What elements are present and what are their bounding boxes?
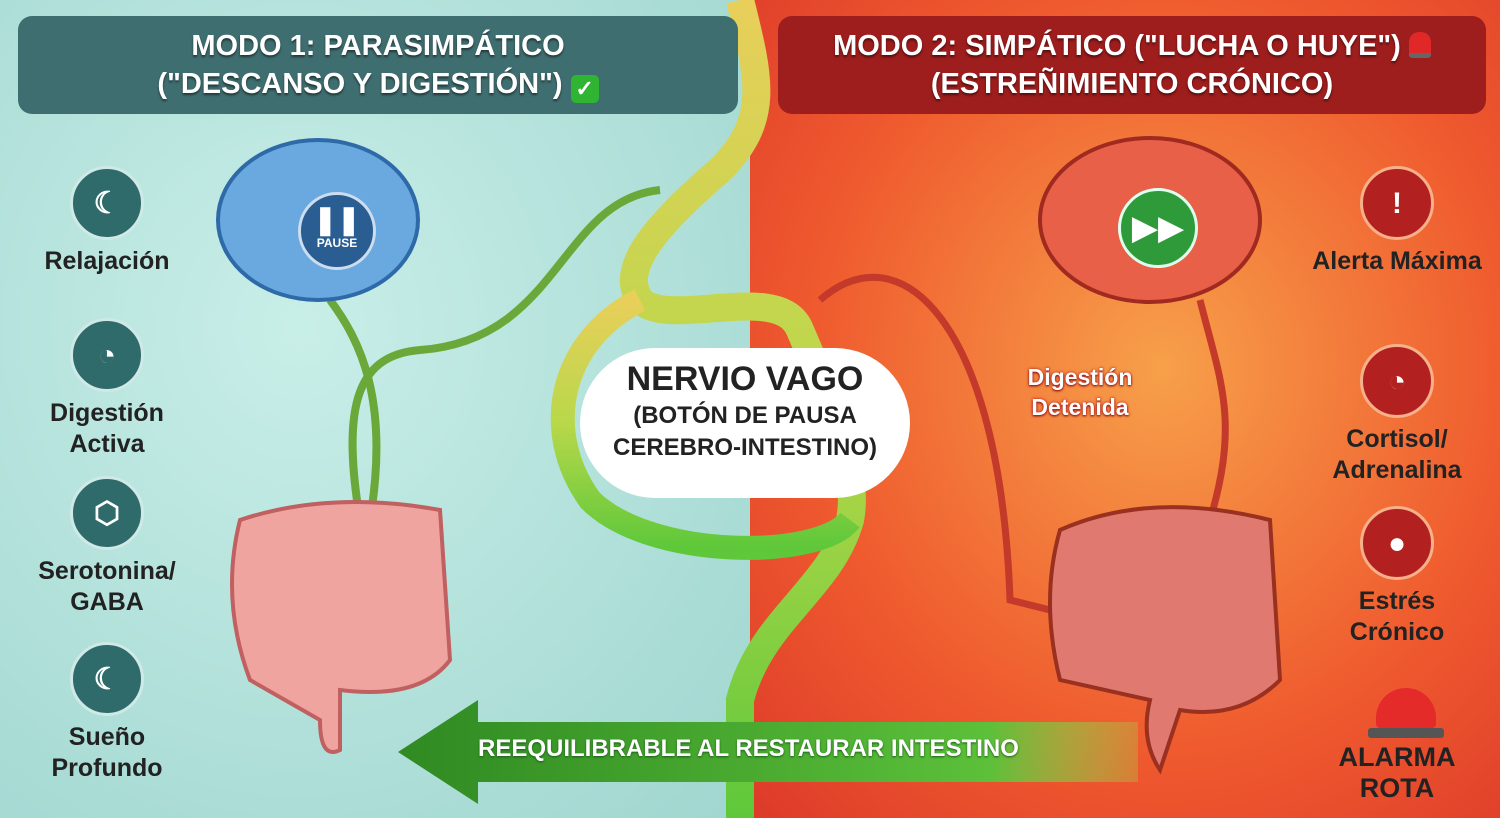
center-title: NERVIO VAGO: [626, 360, 864, 398]
vagus-nerve: [619, 0, 866, 818]
vagus-nerve-label: NERVIO VAGO (BOTÓN DE PAUSA CEREBRO-INTE…: [580, 348, 910, 498]
item-alerta: ! Alerta Máxima: [1312, 166, 1482, 277]
pause-label: PAUSE: [316, 236, 358, 250]
item-label: Estrés Crónico: [1349, 587, 1445, 646]
check-icon: ✓: [570, 75, 599, 103]
molecule-icon: ⬡: [70, 476, 144, 550]
header-right-line1: MODO 2: SIMPÁTICO ("LUCHA O HUYE"): [833, 30, 1401, 62]
center-subtitle-1: (BOTÓN DE PAUSA: [633, 402, 857, 429]
head-icon: ●: [1360, 506, 1434, 580]
moon-zzz-icon: ☾: [70, 166, 144, 240]
item-serotonina: ⬡ Serotonina/ GABA: [22, 476, 192, 618]
siren-icon: [1408, 32, 1431, 58]
item-sueno: ☾ Sueño Profundo: [22, 642, 192, 784]
item-alarma-rota: ALARMA ROTA: [1312, 742, 1482, 804]
sympathetic-header: MODO 2: SIMPÁTICO ("LUCHA O HUYE") (ESTR…: [778, 16, 1486, 114]
vagus-nerve-loop: [550, 289, 860, 560]
header-left-line1: MODO 1: PARASIMPÁTICO: [191, 30, 565, 62]
siren-icon: [1368, 688, 1444, 738]
item-label: Cortisol/ Adrenalina: [1332, 425, 1462, 484]
stomach-icon: ◔: [1360, 344, 1434, 418]
left-nerve: [348, 186, 661, 521]
item-relajacion: ☾ Relajación: [22, 166, 192, 277]
stomach-icon: ◔: [70, 318, 144, 392]
alarm-icon: !: [1360, 166, 1434, 240]
center-subtitle-2: CEREBRO-INTESTINO): [613, 434, 877, 461]
item-label: ALARMA ROTA: [1338, 742, 1456, 803]
left-brainstem: [326, 297, 381, 521]
item-label: Relajación: [44, 247, 170, 275]
item-label: Sueño Profundo: [51, 723, 163, 782]
arrow-label: REEQUILIBRABLE AL RESTAURAR INTESTINO: [478, 735, 1019, 762]
fast-forward-icon: ▶▶: [1118, 188, 1198, 268]
red-nerve: [817, 273, 1229, 614]
item-cortisol: ◔ Cortisol/ Adrenalina: [1312, 344, 1482, 486]
right-intestine: [1048, 505, 1283, 775]
pause-icon: ❚❚PAUSE: [298, 192, 376, 270]
moon-zzz-icon: ☾: [70, 642, 144, 716]
item-label: Digestión Activa: [50, 399, 164, 458]
item-digestion-activa: ◔ Digestión Activa: [22, 318, 192, 460]
header-left-line2: ("DESCANSO Y DIGESTIÓN"): [157, 68, 563, 100]
item-label: Serotonina/ GABA: [38, 557, 176, 616]
left-arrow-icon: [398, 700, 1138, 804]
item-label: Alerta Máxima: [1312, 247, 1482, 275]
digestion-stopped-label: Digestión Detenida: [1027, 364, 1133, 420]
left-intestine: [230, 500, 453, 754]
header-right-line2: (ESTREÑIMIENTO CRÓNICO): [930, 68, 1334, 100]
item-estres: ● Estrés Crónico: [1312, 506, 1482, 648]
parasympathetic-header: MODO 1: PARASIMPÁTICO ("DESCANSO Y DIGES…: [18, 16, 738, 114]
